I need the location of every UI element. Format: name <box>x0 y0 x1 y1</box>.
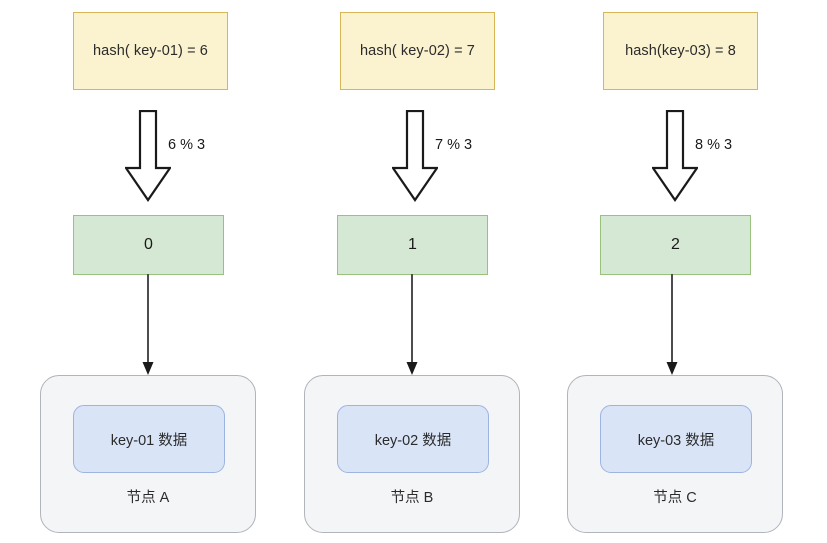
slot-box-3-value: 2 <box>671 236 680 253</box>
slot-box-3: 2 <box>600 215 751 275</box>
block-arrow-2 <box>392 110 438 202</box>
slot-box-1-value: 0 <box>144 236 153 253</box>
node-label-2: 节点 B <box>390 490 434 506</box>
data-box-2: key-02 数据 <box>337 405 489 473</box>
mod-label-1: 6 % 3 <box>168 137 206 153</box>
data-box-2-label: key-02 数据 <box>374 432 452 449</box>
slot-box-1: 0 <box>73 215 224 275</box>
data-box-1-label: key-01 数据 <box>110 432 188 449</box>
data-box-3-label: key-03 数据 <box>637 432 715 449</box>
hash-box-1-text: hash( key-01) = 6 <box>93 43 208 59</box>
node-box-1: key-01 数据 节点 A <box>40 375 256 533</box>
data-box-1: key-01 数据 <box>73 405 225 473</box>
node-label-3: 节点 C <box>653 490 697 506</box>
hash-box-3: hash(key-03) = 8 <box>603 12 758 90</box>
connector-arrow-3 <box>666 274 678 375</box>
mod-label-3: 8 % 3 <box>695 137 733 153</box>
block-arrow-1 <box>125 110 171 202</box>
node-box-3: key-03 数据 节点 C <box>567 375 783 533</box>
hash-box-1: hash( key-01) = 6 <box>73 12 228 90</box>
slot-box-2-value: 1 <box>408 236 417 253</box>
connector-arrow-1 <box>142 274 154 375</box>
node-box-2: key-02 数据 节点 B <box>304 375 520 533</box>
node-label-1: 节点 A <box>126 490 170 506</box>
data-box-3: key-03 数据 <box>600 405 752 473</box>
hash-box-3-text: hash(key-03) = 8 <box>625 43 736 59</box>
hash-box-2: hash( key-02) = 7 <box>340 12 495 90</box>
hash-box-2-text: hash( key-02) = 7 <box>360 43 475 59</box>
mod-label-2: 7 % 3 <box>435 137 473 153</box>
connector-arrow-2 <box>406 274 418 375</box>
block-arrow-3 <box>652 110 698 202</box>
slot-box-2: 1 <box>337 215 488 275</box>
